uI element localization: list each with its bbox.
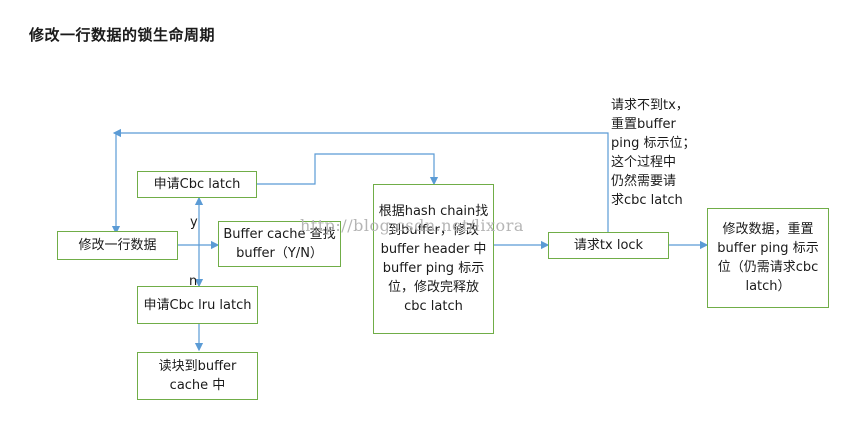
node-buffer-cache-lookup: Buffer cache 查找buffer（Y/N） (218, 221, 341, 267)
page-title: 修改一行数据的锁生命周期 (29, 26, 216, 44)
watermark: http://blog.csdn.net/lixora (300, 216, 524, 235)
node-hash-chain-find: 根据hash chain找到buffer，修改buffer header 中bu… (373, 184, 494, 334)
node-modify-data: 修改数据，重置 buffer ping 标示位（仍需请求cbc latch） (707, 208, 829, 308)
label-no: n (189, 274, 198, 289)
node-request-cbc-lru-latch: 申请Cbc lru latch (137, 286, 258, 324)
node-read-block: 读块到buffer cache 中 (137, 352, 258, 400)
label-yes: y (190, 215, 198, 230)
arrow-retry-loop (111, 132, 609, 235)
arrow-cbc-latch-to-hash-chain (257, 153, 439, 186)
node-modify-row: 修改一行数据 (57, 231, 178, 260)
note-retry: 请求不到tx， 重置buffer ping 标示位； 这个过程中 仍然需要请 求… (611, 98, 696, 208)
node-request-tx-lock: 请求tx lock (548, 232, 669, 259)
node-request-cbc-latch: 申请Cbc latch (137, 171, 257, 198)
